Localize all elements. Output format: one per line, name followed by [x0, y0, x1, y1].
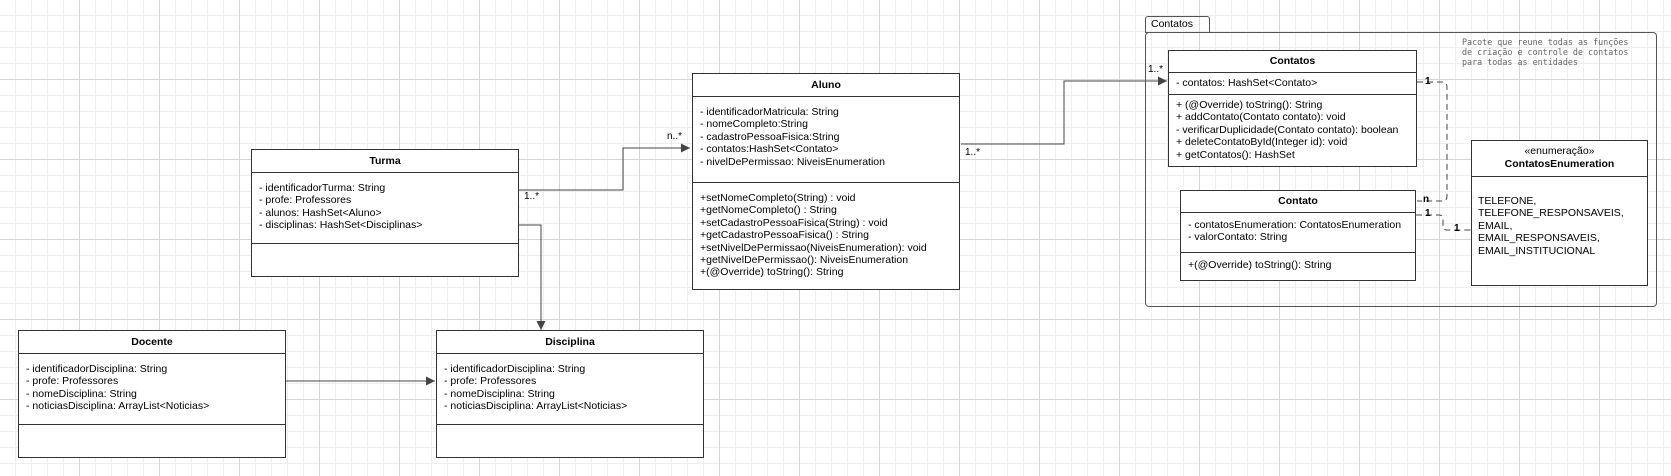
class-title: Aluno [693, 74, 959, 97]
package-note-line: de criação e controle de contatos [1462, 47, 1629, 57]
package-contatos-label: Contatos [1145, 16, 1210, 33]
method: + addContato(Contato contato): void [1176, 111, 1346, 124]
enum-contatos-enumeration[interactable]: «enumeração» ContatosEnumeration TELEFON… [1471, 140, 1648, 286]
attribute: - identificadorDisciplina: String [444, 363, 586, 375]
class-title: Contato [1181, 191, 1415, 213]
attributes-section: - identificadorDisciplina: String - prof… [437, 354, 703, 425]
enum-header: «enumeração» ContatosEnumeration [1472, 141, 1647, 177]
edge-contato-enum [1416, 214, 1471, 231]
class-disciplina[interactable]: Disciplina - identificadorDisciplina: St… [436, 330, 704, 458]
multiplicity-label: 1..* [524, 191, 540, 202]
multiplicity-label: 1..* [965, 147, 981, 158]
methods-section [437, 425, 703, 457]
methods-section [19, 425, 285, 457]
attribute: - disciplinas: HashSet<Disciplinas> [259, 219, 423, 232]
method: +(@Override) toString(): String [1188, 259, 1332, 271]
method: + getContatos(): HashSet [1176, 148, 1295, 161]
attribute: - nomeDisciplina: String [26, 387, 137, 400]
attributes-section: - contatos: HashSet<Contato> [1169, 73, 1416, 95]
method: +(@Override) toString(): String [700, 266, 844, 279]
class-title: Turma [252, 150, 518, 173]
package-note: Pacote que reune todas as funções de cri… [1462, 37, 1628, 67]
class-title: Disciplina [437, 331, 703, 354]
multiplicity-label: 1 [1425, 208, 1431, 219]
attributes-section: - identificadorMatricula: String - nomeC… [693, 97, 959, 183]
enum-value: TELEFONE, [1478, 195, 1537, 207]
attribute: - contatos:HashSet<Contato> [700, 143, 839, 156]
method: +getCadastroPessoaFisica() : String [700, 229, 869, 242]
multiplicity-label: n..* [667, 131, 683, 142]
attribute: - noticiasDisciplina: ArrayList<Noticias… [444, 400, 628, 413]
attribute: - contatos: HashSet<Contato> [1176, 77, 1318, 89]
class-contatos[interactable]: Contatos - contatos: HashSet<Contato> + … [1168, 50, 1417, 167]
attribute: - nivelDePermissao: NiveisEnumeration [700, 155, 885, 168]
methods-section [252, 244, 518, 276]
attribute: - profe: Professores [444, 375, 537, 388]
attribute: - profe: Professores [26, 375, 119, 388]
class-aluno[interactable]: Aluno - identificadorMatricula: String -… [692, 73, 960, 290]
package-contatos [1145, 32, 1657, 307]
multiplicity-label: 1 [1425, 76, 1431, 87]
method: +getNivelDePermissao(): NiveisEnumeratio… [700, 254, 909, 267]
method: - verificarDuplicidade(Contato contato):… [1176, 123, 1399, 136]
method: + deleteContatoById(Integer id): void [1176, 136, 1348, 149]
package-note-line: Pacote que reune todas as funções [1462, 37, 1629, 47]
edge-aluno-contatos [961, 76, 1167, 145]
attributes-section: - contatosEnumeration: ContatosEnumerati… [1181, 213, 1415, 253]
multiplicity-label: 1 [1454, 223, 1460, 234]
attribute: - nomeDisciplina: String [444, 387, 555, 400]
enum-stereotype: «enumeração» [1524, 145, 1595, 157]
attribute: - cadastroPessoaFisica:String [700, 130, 840, 143]
edge-turma-aluno [519, 143, 690, 191]
attributes-section: - identificadorDisciplina: String - prof… [19, 354, 285, 425]
attribute: - identificadorDisciplina: String [26, 363, 168, 375]
attribute: - identificadorMatricula: String [700, 106, 839, 118]
class-contato[interactable]: Contato - contatosEnumeration: ContatosE… [1180, 190, 1416, 281]
methods-section: +(@Override) toString(): String [1181, 253, 1415, 280]
enum-value: TELEFONE_RESPONSAVEIS, [1478, 207, 1624, 220]
method: +setNomeCompleto(String) : void [700, 192, 856, 204]
attributes-section: - identificadorTurma: String - profe: Pr… [252, 173, 518, 244]
enum-values: TELEFONE, TELEFONE_RESPONSAVEIS, EMAIL, … [1472, 177, 1647, 257]
attribute: - alunos: HashSet<Aluno> [259, 206, 382, 219]
class-docente[interactable]: Docente - identificadorDisciplina: Strin… [18, 330, 286, 458]
methods-section: + (@Override) toString(): String + addCo… [1169, 95, 1416, 166]
class-turma[interactable]: Turma - identificadorTurma: String - pro… [251, 149, 519, 277]
class-title: Docente [19, 331, 285, 354]
enum-title: ContatosEnumeration [1504, 158, 1615, 170]
enum-value: EMAIL_INSTITUCIONAL [1478, 244, 1596, 257]
method: + (@Override) toString(): String [1176, 99, 1323, 111]
attribute: - valorContato: String [1188, 231, 1288, 244]
class-title: Contatos [1169, 51, 1416, 73]
package-note-line: para todas as entidades [1462, 57, 1578, 67]
enum-value: EMAIL, [1478, 219, 1513, 232]
methods-section: +setNomeCompleto(String) : void +getNome… [693, 183, 959, 289]
method: +getNomeCompleto() : String [700, 204, 837, 217]
attribute: - contatosEnumeration: ContatosEnumerati… [1188, 219, 1402, 231]
attribute: - profe: Professores [259, 194, 352, 207]
attribute: - identificadorTurma: String [259, 182, 386, 194]
method: +setNivelDePermissao(NiveisEnumeration):… [700, 241, 927, 254]
attribute: - nomeCompleto:String [700, 118, 808, 131]
edge-turma-disciplina [519, 224, 546, 330]
multiplicity-label: 1..* [1148, 64, 1164, 75]
enum-value: EMAIL_RESPONSAVEIS, [1478, 232, 1600, 245]
multiplicity-label: n [1423, 194, 1430, 205]
method: +setCadastroPessoaFisica(String) : void [700, 216, 888, 229]
attribute: - noticiasDisciplina: ArrayList<Noticias… [26, 400, 210, 413]
